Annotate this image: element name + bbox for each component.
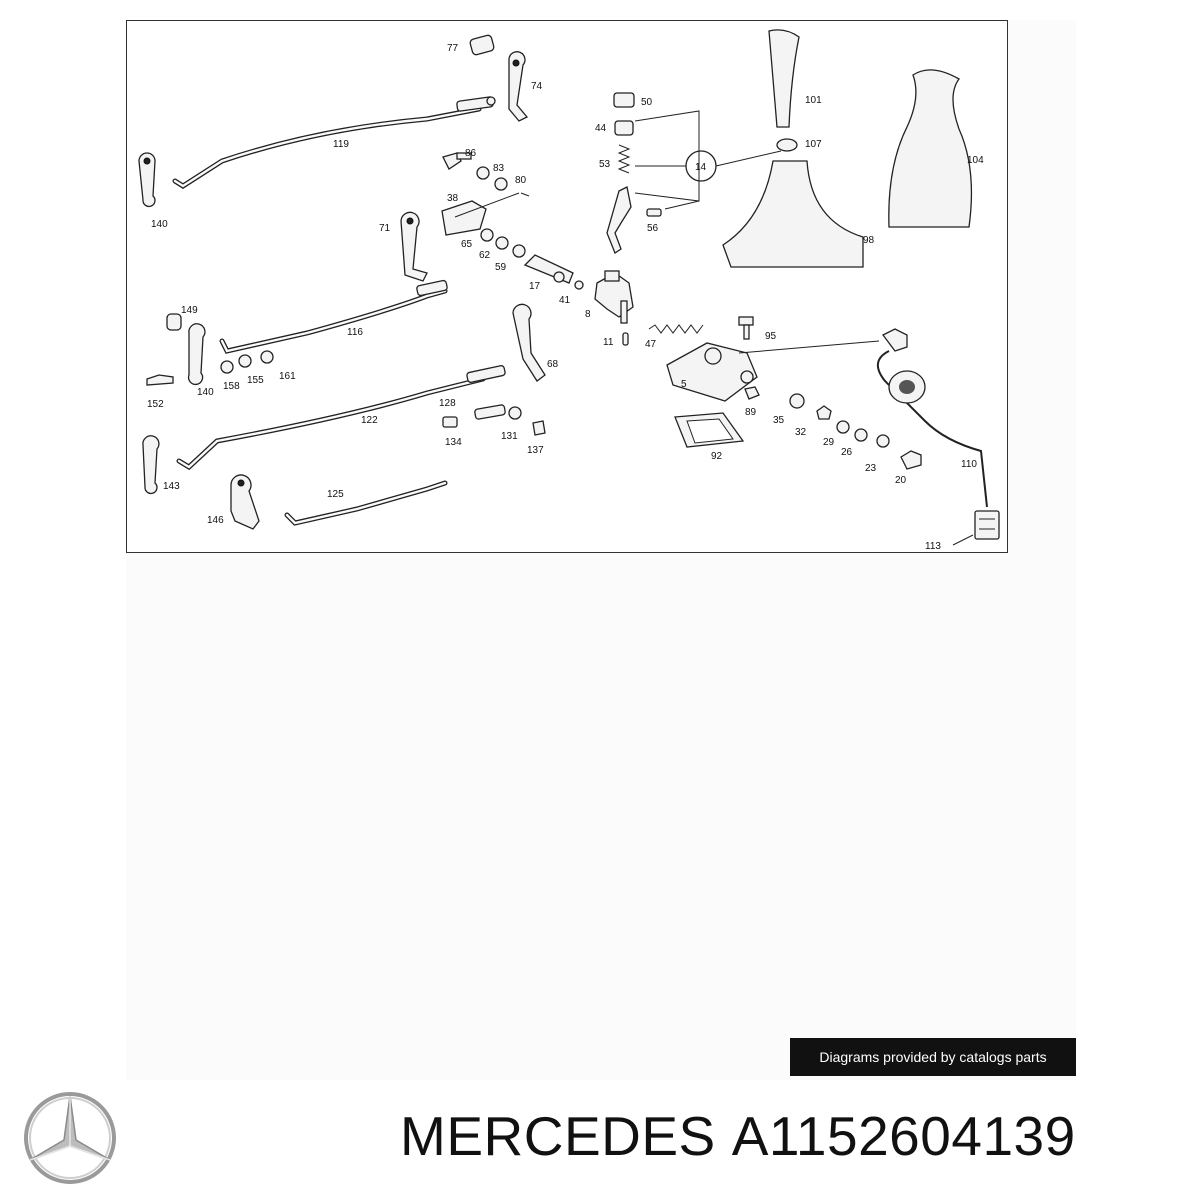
part-label: 47 [645,339,657,350]
part-label: 53 [599,159,611,170]
credit-badge: Diagrams provided by catalogs parts [790,1038,1076,1076]
part-label: 68 [547,359,559,370]
part-label: 56 [647,223,659,234]
part-label: 116 [347,327,363,338]
part-label: 149 [181,305,198,316]
part-label: 65 [461,239,473,250]
part-label: 35 [773,415,785,426]
mercedes-star-icon [24,1092,116,1184]
part-label: 74 [531,81,543,92]
part-label: 101 [805,95,822,106]
part-label: 44 [595,123,607,134]
part-label: 137 [527,445,544,456]
part-label: 146 [207,515,224,526]
part-label: 158 [223,381,240,392]
part-label: 71 [379,223,391,234]
part-label: 59 [495,262,507,273]
part-label: 119 [333,139,349,150]
part-label: 125 [327,489,344,500]
part-label: 5 [681,379,687,390]
part-label: 161 [279,371,296,382]
part-label: 38 [447,193,459,204]
part-label: 104 [967,155,984,166]
part-label: 134 [445,437,462,448]
part-label: 143 [163,481,180,492]
part-label: 113 [925,541,941,552]
exploded-view-drawing: 77 74 119 140 86 83 80 38 71 65 62 59 17 41 8 50 44 53 14 5… [138,29,1000,552]
part-label: 98 [863,235,875,246]
part-label-layer: 77 74 119 140 86 83 80 38 71 65 62 59 17 41 8 50 44 53 14 5… [147,43,984,552]
part-label: 29 [823,437,835,448]
part-label: 89 [745,407,757,418]
part-label: 20 [895,475,907,486]
part-label: 131 [501,431,518,442]
part-label: 23 [865,463,877,474]
part-label: 107 [805,139,822,150]
part-label: 14 [695,162,707,173]
part-label: 17 [529,281,541,292]
part-number: A1152604139 [731,1105,1076,1167]
part-label: 80 [515,175,527,186]
part-label: 32 [795,427,807,438]
part-label: 83 [493,163,505,174]
part-label: 128 [439,398,456,409]
part-label: 11 [603,337,614,348]
part-label: 122 [361,415,378,426]
brand-name: MERCEDES [400,1105,716,1167]
part-label: 50 [641,97,653,108]
part-label: 152 [147,399,164,410]
part-label: 140 [151,219,168,230]
part-label: 62 [479,250,491,261]
part-label: 86 [465,148,477,159]
part-label: 8 [585,309,591,320]
part-label: 92 [711,451,723,462]
part-label: 140 [197,387,214,398]
part-label: 110 [961,459,977,470]
part-label: 155 [247,375,264,386]
part-label: 95 [765,331,777,342]
part-label: 26 [841,447,853,458]
part-label: 77 [447,43,459,54]
parts-diagram: 77 74 119 140 86 83 80 38 71 65 62 59 17 41 8 50 44 53 14 5… [126,20,1008,553]
part-label: 41 [559,295,571,306]
